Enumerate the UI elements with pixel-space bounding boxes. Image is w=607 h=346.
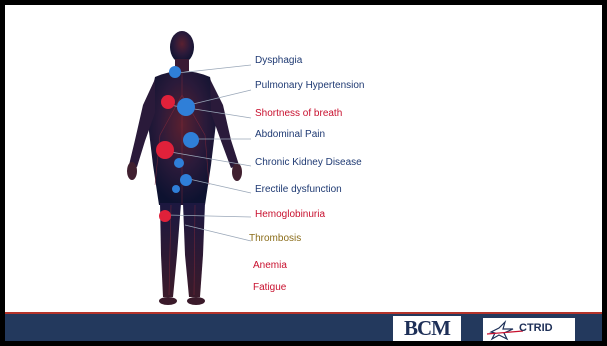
bcm-logo: BCM — [393, 316, 461, 341]
marker-kidney-blue — [174, 158, 184, 168]
marker-hemoglobinuria — [159, 210, 171, 222]
marker-shortness-of-breath — [161, 95, 175, 109]
body-left-foot — [159, 297, 177, 305]
body-right-hand — [232, 163, 242, 181]
ctrid-logo-text: CTRID — [519, 322, 553, 334]
marker-erectile-small — [172, 185, 180, 193]
marker-chronic-kidney-disease — [156, 141, 174, 159]
label-thrombosis: Thrombosis — [249, 233, 301, 244]
slide: Dysphagia Pulmonary Hypertension Shortne… — [5, 5, 602, 341]
label-chronic-kidney-disease: Chronic Kidney Disease — [255, 157, 362, 168]
label-abdominal-pain: Abdominal Pain — [255, 129, 325, 140]
label-shortness-of-breath: Shortness of breath — [255, 108, 342, 119]
body-head — [170, 31, 194, 63]
footer-bar: BCM CTRID — [5, 314, 602, 341]
label-pulmonary-hypertension: Pulmonary Hypertension — [255, 80, 365, 91]
human-body-figure — [5, 5, 602, 341]
body-right-foot — [187, 297, 205, 305]
body-left-hand — [127, 162, 137, 180]
body-left-arm — [129, 79, 155, 167]
marker-abdominal-pain — [183, 132, 199, 148]
marker-pulmonary-hypertension — [177, 98, 195, 116]
marker-dysphagia — [169, 66, 181, 78]
marker-erectile-dysfunction — [180, 174, 192, 186]
label-dysphagia: Dysphagia — [255, 55, 302, 66]
label-fatigue: Fatigue — [253, 282, 286, 293]
label-hemoglobinuria: Hemoglobinuria — [255, 209, 325, 220]
ctrid-logo: CTRID — [483, 318, 575, 341]
label-erectile-dysfunction: Erectile dysfunction — [255, 184, 342, 195]
label-anemia: Anemia — [253, 260, 287, 271]
